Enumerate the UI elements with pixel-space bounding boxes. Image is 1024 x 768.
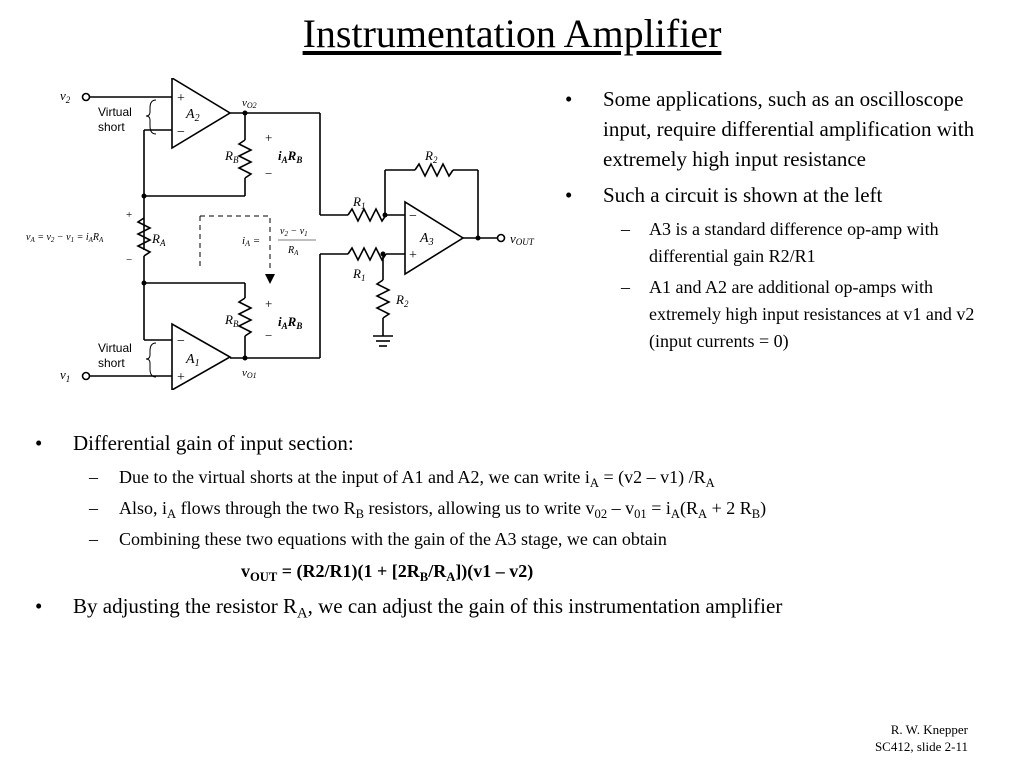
instrumentation-amplifier-schematic: + − − + − + A2 A1 A3 v2 v1 Virtual short…	[26, 78, 535, 390]
ia-denominator: RA	[287, 245, 299, 257]
bullet-applications: Some applications, such as an oscillosco…	[563, 84, 1008, 174]
r1-bottom-label: R1	[352, 266, 365, 283]
a1-label: A1	[185, 352, 200, 369]
a2-plus-sign: +	[177, 91, 185, 106]
iarb-top-label: iARB	[278, 148, 302, 165]
vo2-label: vO2	[242, 97, 257, 110]
virtual-short-bottom-line2: short	[98, 356, 125, 370]
a3-plus-sign: +	[409, 248, 417, 263]
subbullet-a3: A3 is a standard difference op-amp with …	[563, 216, 1008, 270]
footer-course: SC412, slide 2-11	[874, 739, 968, 754]
v2-input-label: v2	[60, 88, 71, 105]
ia-equation: iA =	[242, 235, 260, 248]
bullet-differential-gain: Differential gain of input section:	[33, 428, 993, 458]
a1-minus-sign: −	[177, 334, 185, 349]
r1-top-label: R1	[352, 194, 365, 211]
slide-footer: R. W. Knepper SC412, slide 2-11	[875, 721, 968, 755]
r2-bottom-label: R2	[395, 292, 409, 309]
bullet-adjusting-ra: By adjusting the resistor RA, we can adj…	[33, 591, 993, 621]
r2-top-label: R2	[424, 148, 438, 165]
subbullet-a1-a2: A1 and A2 are additional op-amps with ex…	[563, 274, 1008, 355]
virtual-short-top-line2: short	[98, 120, 125, 134]
rb-top-minus: −	[265, 166, 272, 181]
vo1-label: vO1	[242, 367, 257, 380]
slide-title: Instrumentation Amplifier	[302, 11, 722, 56]
ra-minus: −	[126, 254, 132, 266]
rb-bottom-label: RB	[224, 312, 239, 329]
rb-bottom-minus: −	[265, 328, 272, 343]
ra-plus: +	[126, 209, 132, 221]
rb-bottom-plus: +	[265, 296, 272, 311]
iarb-bottom-label: iARB	[278, 314, 302, 331]
vout-formula: vOUT = (R2/R1)(1 + [2RB/RA])(v1 – v2)	[241, 561, 534, 584]
va-equation: vA = v2 − v1 = iARA	[26, 232, 104, 244]
a2-label: A2	[185, 107, 200, 124]
ia-numerator: v2 − v1	[280, 226, 308, 238]
right-bullet-list: Some applications, such as an oscillosco…	[563, 84, 1008, 359]
subbullet-combining: Combining these two equations with the g…	[33, 526, 993, 553]
virtual-short-bottom-line1: Virtual	[98, 341, 132, 355]
v1-input-label: v1	[60, 367, 70, 384]
virtual-short-top-line1: Virtual	[98, 105, 132, 119]
footer-author: R. W. Knepper	[890, 722, 968, 737]
ra-label: RA	[151, 231, 166, 248]
subbullet-virtual-shorts: Due to the virtual shorts at the input o…	[33, 464, 993, 491]
bottom-bullet-list: Differential gain of input section: Due …	[33, 428, 993, 627]
subbullet-ia-flows: Also, iA flows through the two RB resist…	[33, 495, 993, 522]
bullet-circuit-shown: Such a circuit is shown at the left	[563, 180, 1008, 210]
a3-minus-sign: −	[409, 209, 417, 224]
rb-top-label: RB	[224, 148, 239, 165]
vout-label: vOUT	[510, 231, 535, 247]
rb-top-plus: +	[265, 130, 272, 145]
a2-minus-sign: −	[177, 125, 185, 140]
a1-plus-sign: +	[177, 370, 185, 385]
a3-label: A3	[419, 231, 434, 248]
